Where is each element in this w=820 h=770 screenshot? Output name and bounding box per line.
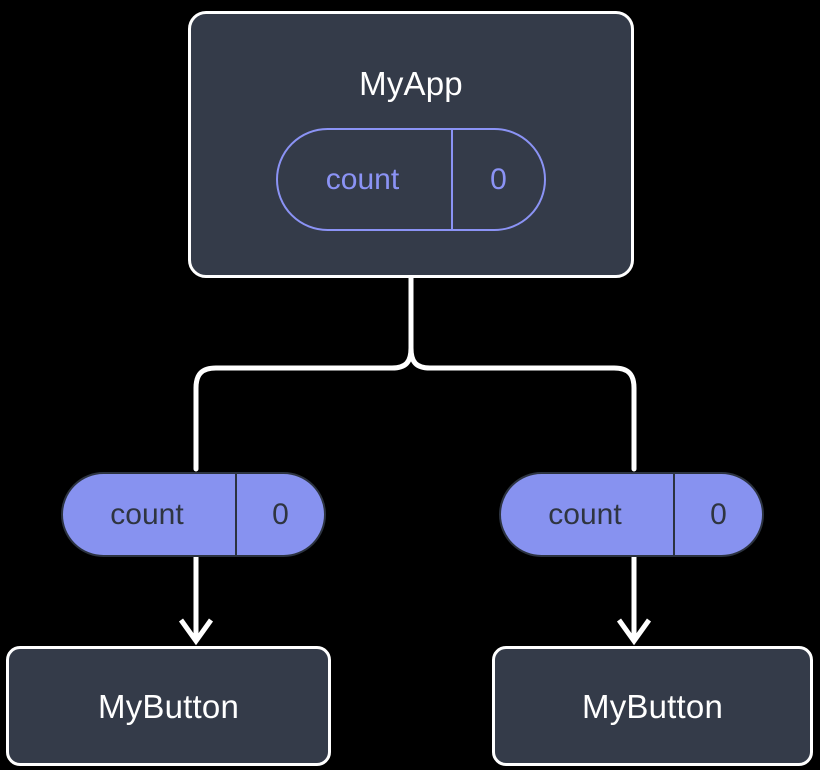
arrowhead-left — [178, 618, 214, 646]
prop-pill-right[interactable]: count 0 — [499, 472, 764, 557]
component-node-mybutton-right[interactable]: MyButton — [492, 646, 813, 766]
state-pill-root-key: count — [325, 162, 400, 196]
component-node-myapp[interactable]: MyApp — [188, 11, 634, 278]
prop-pill-right-key: count — [548, 497, 622, 531]
state-pill-root-value: 0 — [451, 130, 544, 229]
component-node-mybutton-left[interactable]: MyButton — [6, 646, 331, 766]
edge-root-to-bus — [408, 275, 637, 472]
component-title-myapp: MyApp — [359, 65, 463, 102]
edge-root-to-bus-left — [193, 345, 414, 472]
component-title-mybutton-left: MyButton — [98, 687, 239, 725]
arrowhead-right — [616, 618, 652, 646]
prop-pill-right-value: 0 — [673, 474, 762, 555]
state-pill-root[interactable]: count 0 — [276, 128, 546, 231]
prop-pill-left-key: count — [110, 497, 184, 531]
prop-pill-left-value: 0 — [235, 474, 324, 555]
component-title-mybutton-right: MyButton — [582, 687, 723, 725]
prop-pill-left[interactable]: count 0 — [61, 472, 326, 557]
